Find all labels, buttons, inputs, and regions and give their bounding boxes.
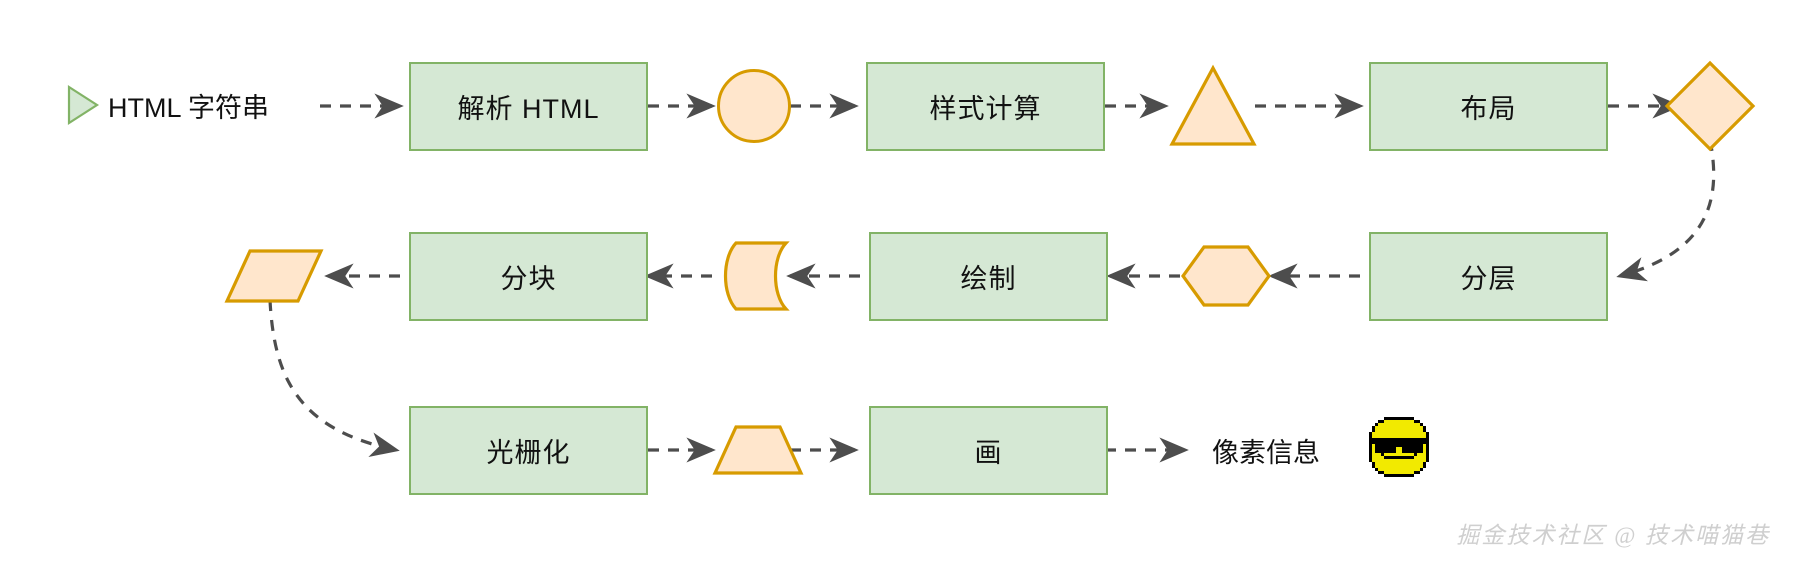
node-tiling[interactable]: 分块: [409, 232, 648, 321]
node-layering[interactable]: 分层: [1369, 232, 1608, 321]
node-layer-artifact-hexagon[interactable]: [1180, 244, 1272, 308]
node-paint[interactable]: 绘制: [869, 232, 1108, 321]
node-style-calc-label: 样式计算: [929, 94, 1042, 124]
sunglasses-smiley-emoji: [1369, 417, 1429, 477]
node-draw-label: 画: [974, 438, 1003, 468]
watermark-text: 掘金技术社区 @ 技术喵猫巷: [1456, 523, 1770, 548]
node-layout-artifact-diamond[interactable]: [1664, 60, 1756, 152]
node-parse-html-label: 解析 HTML: [457, 94, 600, 124]
play-triangle-icon: [67, 84, 100, 126]
node-rasterize-label: 光栅化: [486, 438, 571, 468]
arrow-diamond-to-layering: [1616, 139, 1716, 282]
node-tiling-label: 分块: [500, 264, 557, 294]
node-rasterize[interactable]: 光栅化: [409, 406, 648, 495]
node-draw[interactable]: 画: [869, 406, 1108, 495]
node-tile-artifact-parallelogram[interactable]: [224, 248, 324, 304]
node-dom-tree-circle[interactable]: [716, 68, 792, 144]
node-style-calc[interactable]: 样式计算: [866, 62, 1105, 151]
node-paint-artifact-tape[interactable]: [714, 240, 794, 312]
start-label: HTML 字符串: [108, 92, 269, 123]
output-label: 像素信息: [1212, 437, 1320, 468]
node-layout-label: 布局: [1460, 94, 1517, 124]
node-layout[interactable]: 布局: [1369, 62, 1608, 151]
node-paint-label: 绘制: [960, 264, 1017, 294]
arrow-parallelogram-to-rasterize: [268, 299, 400, 457]
node-layering-label: 分层: [1460, 264, 1517, 294]
node-style-artifact-triangle[interactable]: [1168, 64, 1258, 148]
node-raster-artifact-trapezoid[interactable]: [712, 424, 804, 476]
node-parse-html[interactable]: 解析 HTML: [409, 62, 648, 151]
